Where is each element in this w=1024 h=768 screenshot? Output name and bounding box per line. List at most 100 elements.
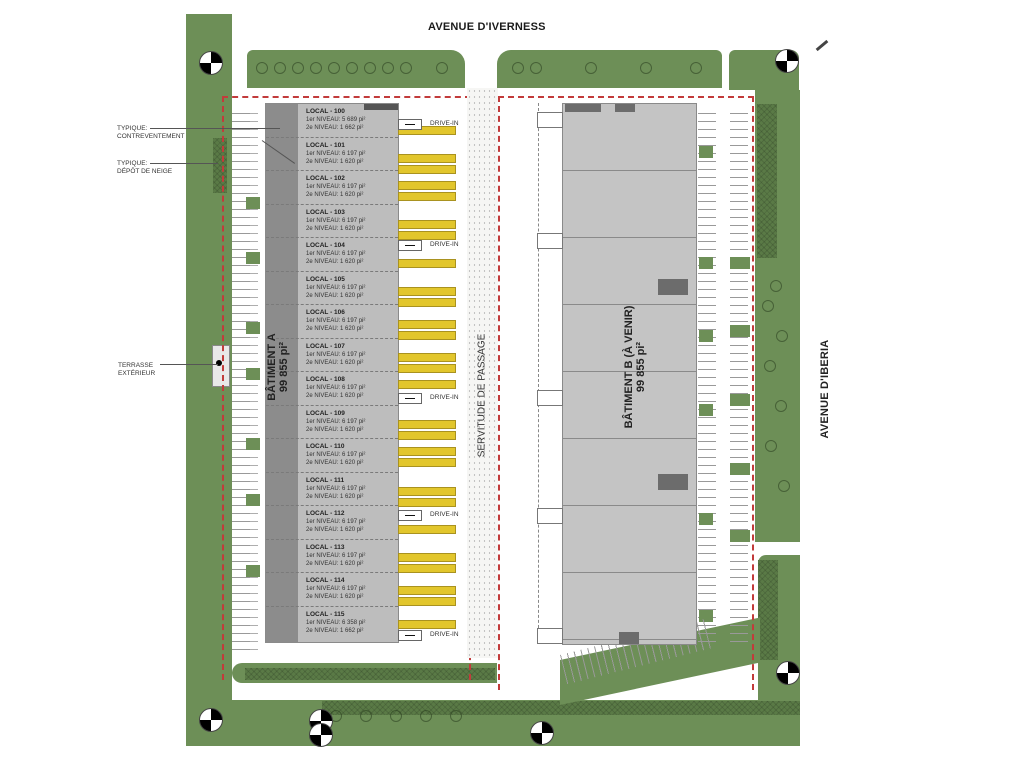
tree-icon <box>775 400 787 412</box>
tree-icon <box>436 62 448 74</box>
dock-door <box>537 112 563 128</box>
loading-dock <box>398 525 456 534</box>
tree-icon <box>765 440 777 452</box>
tree-icon <box>310 62 322 74</box>
loading-dock <box>398 597 456 606</box>
loading-dock <box>398 553 456 562</box>
island <box>213 252 227 262</box>
island <box>213 465 227 475</box>
hatch-south-inner <box>245 668 495 680</box>
servitude-road <box>467 88 498 658</box>
loading-dock <box>398 447 456 456</box>
island <box>699 513 713 525</box>
loading-dock <box>398 220 456 229</box>
survey-benchmark-icon <box>199 51 223 75</box>
drive-in-label: DRIVE-IN <box>430 394 459 401</box>
equipment-pad <box>615 104 635 112</box>
tree-icon <box>328 62 340 74</box>
island <box>699 330 713 342</box>
tree-icon <box>764 360 776 372</box>
loading-dock <box>398 364 456 373</box>
tree-icon <box>640 62 652 74</box>
loading-dock <box>398 192 456 201</box>
tree-icon <box>364 62 376 74</box>
island <box>730 463 750 475</box>
loading-dock <box>398 298 456 307</box>
callout-terrace: TERRASSE EXTÉRIEUR <box>118 362 156 377</box>
dock-door <box>537 233 563 249</box>
tree-icon <box>292 62 304 74</box>
parking-west-inner <box>238 112 258 650</box>
servitude-label: SERVITUDE DE PASSAGE <box>476 333 488 458</box>
survey-benchmark-icon <box>530 721 554 745</box>
snow-storage-east <box>757 104 777 258</box>
electrical-room <box>658 279 688 295</box>
loading-dock <box>398 259 456 268</box>
callout-leader <box>160 364 218 365</box>
island <box>246 494 260 506</box>
loading-dock <box>398 487 456 496</box>
drive-in-door-icon <box>398 510 422 521</box>
dock-door <box>537 390 563 406</box>
tree-icon <box>274 62 286 74</box>
island <box>699 257 713 269</box>
drive-in-door-icon <box>398 630 422 641</box>
loading-dock <box>398 498 456 507</box>
island <box>246 438 260 450</box>
drive-in-door-icon <box>398 240 422 251</box>
tree-icon <box>512 62 524 74</box>
building-a-label: BÂTIMENT A 99 855 pi² <box>266 333 290 401</box>
parking-east-outer <box>730 112 748 642</box>
electrical-room <box>658 474 688 490</box>
survey-benchmark-icon <box>775 49 799 73</box>
equipment-pad <box>619 632 639 644</box>
tree-icon <box>360 710 372 722</box>
tree-icon <box>778 480 790 492</box>
tree-icon <box>690 62 702 74</box>
dock-door <box>537 628 563 644</box>
terrace-patio <box>212 345 230 387</box>
island <box>246 197 260 209</box>
drive-in-label: DRIVE-IN <box>430 511 459 518</box>
island <box>699 146 713 158</box>
building-a-mezzanine-strip <box>266 104 298 642</box>
tree-icon <box>770 280 782 292</box>
island <box>730 530 750 542</box>
drive-in-door-icon <box>398 393 422 404</box>
island <box>246 252 260 264</box>
island <box>213 315 227 325</box>
drive-in-door-icon <box>398 119 422 130</box>
street-label-north: AVENUE D'IVERNESS <box>428 21 546 33</box>
island <box>730 394 750 406</box>
drive-in-label: DRIVE-IN <box>430 241 459 248</box>
callout-snow: TYPIQUE: DÉPÔT DE NEIGE <box>117 160 173 175</box>
loading-dock <box>398 181 456 190</box>
loading-dock <box>398 126 456 135</box>
tree-icon <box>776 330 788 342</box>
building-b-loading-zone <box>538 103 563 643</box>
island <box>730 325 750 337</box>
island <box>246 368 260 380</box>
island <box>213 195 227 203</box>
loading-dock <box>398 353 456 362</box>
equipment-pad <box>364 104 398 110</box>
tree-icon <box>346 62 358 74</box>
